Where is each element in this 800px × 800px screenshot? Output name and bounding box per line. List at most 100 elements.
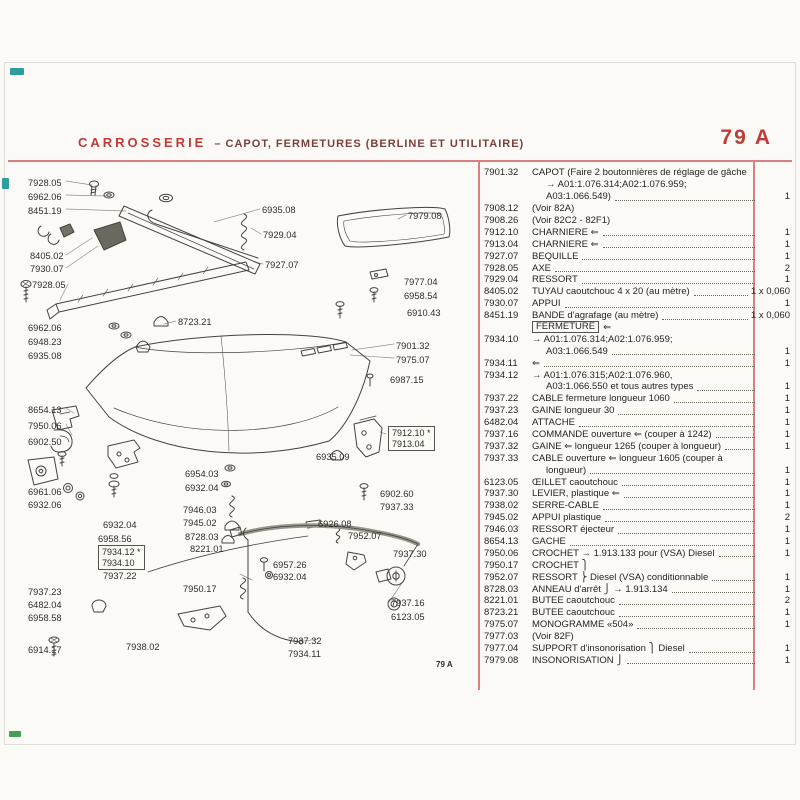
part-label: 7937.30 — [393, 549, 427, 559]
part-desc: RESSORT éjecteur — [532, 524, 615, 536]
part-desc: CAPOT (Faire 2 boutonnières de réglage d… — [532, 167, 747, 179]
dotted-leader — [688, 651, 755, 653]
part-label: 6948.23 — [28, 337, 62, 347]
dotted-leader — [621, 485, 755, 487]
part-label: 6958.56 — [98, 534, 132, 544]
parts-row: 8723.21 BUTEE caoutchouc 1 — [484, 607, 790, 619]
dotted-leader — [543, 366, 755, 368]
part-label: 7975.07 — [396, 355, 430, 365]
part-qty: 1 — [784, 619, 790, 631]
part-label: 7928.05 — [32, 280, 66, 290]
part-label: 6932.04 — [103, 520, 137, 530]
part-label: 7937.16 — [391, 598, 425, 608]
part-label: 7938.02 — [126, 642, 160, 652]
part-label: 6932.04 — [273, 572, 307, 582]
part-ref: 8723.21 — [484, 607, 519, 619]
part-label: 7934.12 * — [102, 547, 141, 557]
dotted-leader — [662, 318, 748, 320]
part-qty: 1 — [784, 607, 790, 619]
part-ref: 7908.12 — [484, 203, 519, 215]
part-label: 8451.19 — [28, 206, 62, 216]
part-qty: 1 — [784, 417, 790, 429]
part-ref: 7975.07 — [484, 619, 519, 631]
part-qty: 1 — [784, 464, 790, 476]
part-label: 7930.07 — [30, 264, 64, 274]
group-title: FERMETURE — [532, 321, 600, 334]
part-desc: GAINE longueur 30 — [532, 405, 615, 417]
part-desc: longueur) — [546, 464, 587, 476]
part-ref: 7945.02 — [484, 512, 519, 524]
dotted-leader — [555, 271, 755, 273]
part-ref: 7937.22 — [484, 393, 519, 405]
dotted-leader — [725, 449, 755, 451]
part-label: 7929.04 — [263, 230, 297, 240]
dotted-leader — [564, 306, 755, 308]
part-desc: → A01:1.076.314;A02:1.076.959; — [532, 333, 673, 345]
dotted-leader — [618, 413, 755, 415]
part-desc: COMMANDE ouverture ⇐ (couper à 1242) — [532, 428, 712, 440]
dotted-leader — [637, 627, 755, 629]
part-desc: A03:1.066.549) — [546, 191, 611, 203]
dotted-leader — [611, 354, 755, 356]
parts-row: 7908.26(Voir 82C2 - 82F1) — [484, 215, 790, 227]
dotted-leader — [623, 496, 755, 498]
part-desc: RESSORT — [532, 274, 578, 286]
part-ref: 7930.07 — [484, 298, 519, 310]
part-label: 6902.50 — [28, 437, 62, 447]
part-qty: 1 — [784, 583, 790, 595]
part-qty: 1 — [784, 428, 790, 440]
part-label: 6987.15 — [390, 375, 424, 385]
part-label: 6926.08 — [318, 519, 352, 529]
part-ref: 7937.30 — [484, 488, 519, 500]
part-desc: CABLE fermeture longueur 1060 — [532, 393, 670, 405]
part-ref: 7934.12 — [484, 369, 519, 381]
parts-row: 7934.11⇐1 — [484, 357, 790, 369]
part-ref: 7979.08 — [484, 654, 519, 666]
part-desc: ⇐ — [532, 357, 540, 369]
part-label: 6482.04 — [28, 600, 62, 610]
header-rule — [8, 160, 792, 162]
dotted-leader — [602, 247, 755, 249]
part-desc: (Voir 82C2 - 82F1) — [532, 214, 611, 226]
part-label: 7934.11 — [288, 649, 321, 659]
part-ref: 7912.10 — [484, 226, 519, 238]
part-label: 7937.22 — [103, 571, 137, 581]
part-desc: BUTEE caoutchouc — [532, 607, 615, 619]
part-desc: TUYAU caoutchouc 4 x 20 (au mètre) — [532, 286, 690, 298]
part-label: 7901.32 — [396, 341, 430, 351]
part-label: 7950.17 — [183, 584, 217, 594]
part-label: 6935.09 — [316, 452, 350, 462]
part-ref: 7934.11 — [484, 357, 518, 369]
part-qty: 1 — [784, 500, 790, 512]
part-label: 6935.08 — [28, 351, 62, 361]
part-desc: → A01:1.076.315;A02:1.076.960, — [532, 369, 673, 381]
part-qty: 1 x 0,060 — [750, 310, 790, 322]
parts-row: 7977.03(Voir 82F) — [484, 631, 790, 643]
part-desc: ŒILLET caoutchouc — [532, 476, 618, 488]
part-ref: 6482.04 — [484, 417, 519, 429]
dotted-leader — [718, 556, 755, 558]
dotted-leader — [618, 603, 755, 605]
part-qty: 1 — [784, 238, 790, 250]
part-desc: BEQUILLE — [532, 250, 579, 262]
dotted-leader — [582, 259, 755, 261]
part-desc: APPUI plastique — [532, 512, 602, 524]
part-label: 7937.33 — [380, 502, 414, 512]
part-qty: 1 — [784, 571, 790, 583]
part-label: 7913.04 — [392, 438, 425, 449]
